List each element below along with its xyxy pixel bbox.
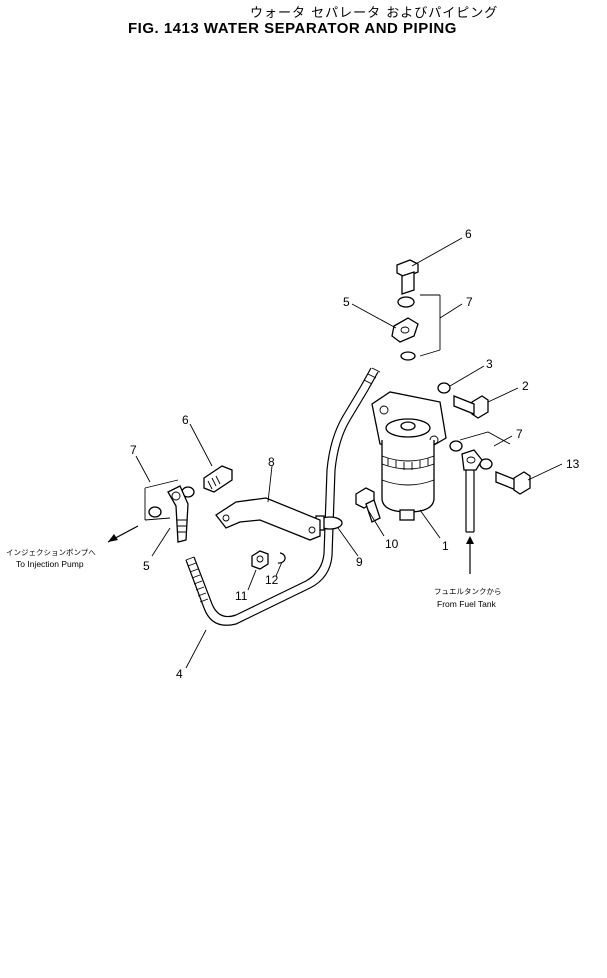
fuel-pipe-assembly [185,367,381,626]
right-joint-bracket-line [459,431,511,445]
washer-3 [437,382,451,394]
callout-11: 11 [235,589,248,603]
flow-notes: インジェクションポンプへ To Injection Pump フュエルタンクから… [6,548,502,609]
callout-13: 13 [566,457,580,471]
pipe-upper-guard [363,367,381,385]
top-joint-assembly [391,259,441,361]
leader-lines [135,237,563,669]
separator-drain-plug [399,509,415,521]
left-joint-assembly [144,465,233,543]
pipe-outer [185,371,379,626]
nut [251,550,269,570]
pipe-inner [193,367,372,618]
separator-bowl [381,440,435,513]
figure-title: FIG. 1413 WATER SEPARATOR AND PIPING [128,20,457,37]
bolt-2-shank [453,395,475,415]
right-joint-assembly [449,431,531,533]
right-eye-joint-hole [466,456,476,464]
right-eye-joint [461,449,483,471]
mounting-bracket [215,497,321,541]
top-eye-joint-hole [400,326,410,334]
title-japanese: ウォータ セパレータ およびパイピング [250,6,499,21]
callout-3: 3 [486,357,493,371]
separator-bowl-band-2 [381,463,435,470]
bolt-10-shank [365,499,381,523]
callout-7-left: 7 [130,443,137,457]
bolt-13-shank [495,471,517,491]
bracket-outline [215,497,321,541]
callout-5-top: 5 [343,295,350,309]
nut-and-washer [251,550,286,570]
separator-bowl-band-3 [381,479,435,486]
callout-5-left: 5 [143,559,150,573]
callout-6-top: 6 [465,227,472,241]
note-injection-en: To Injection Pump [16,559,84,569]
note-tank-jp: フュエルタンクから [434,587,502,596]
callout-8: 8 [268,455,275,469]
left-eye-joint-thread [177,519,187,533]
left-eye-joint-hole [171,491,181,501]
bracket-hole-2 [308,526,316,534]
callout-numbers: 6 5 7 3 2 7 13 6 7 8 5 10 1 9 11 12 4 [130,227,580,681]
injection-pump-arrow [107,525,139,543]
bracket-hole [222,514,230,522]
nut-hole [256,555,264,563]
arrow-head-up [466,536,474,544]
callout-9: 9 [356,555,363,569]
fuel-tank-arrow [466,536,474,574]
note-tank-en: From Fuel Tank [437,599,497,609]
water-separator [371,391,447,521]
pipe-spring-guard [185,556,209,603]
callout-12: 12 [265,573,279,587]
left-joint-bracket-line [144,479,179,521]
callout-10: 10 [385,537,399,551]
top-washer-2 [400,351,416,361]
callout-2: 2 [522,379,529,393]
separator-bowl-rib [387,458,429,470]
callout-1: 1 [442,539,449,553]
bolt-13-head [513,471,531,495]
callout-7-right: 7 [516,427,523,441]
arrow-head-left [108,534,118,542]
head-bolt-assembly [437,382,489,419]
separator-head-bolt-hole-1 [379,405,389,415]
separator-head-port [400,421,416,431]
bolt-2-head [471,395,489,419]
callout-7-top: 7 [466,295,473,309]
left-joint-bolt-thread [207,475,221,490]
note-injection-jp: インジェクションポンプへ [6,548,96,557]
left-washer-1 [148,506,162,518]
callout-4: 4 [176,667,183,681]
left-eye-joint [167,485,189,543]
separator-bowl-band-1 [381,455,435,462]
lock-washer [277,552,286,564]
top-eye-joint [391,317,419,343]
fuel-tank-pipe [465,470,475,532]
top-joint-bracket-line [419,294,441,357]
top-washer-1 [397,296,415,308]
top-joint-bolt-shank [401,271,415,295]
separator-mounting-bolt [355,487,381,523]
callout-6-left: 6 [182,413,189,427]
right-washer-1 [449,440,463,452]
